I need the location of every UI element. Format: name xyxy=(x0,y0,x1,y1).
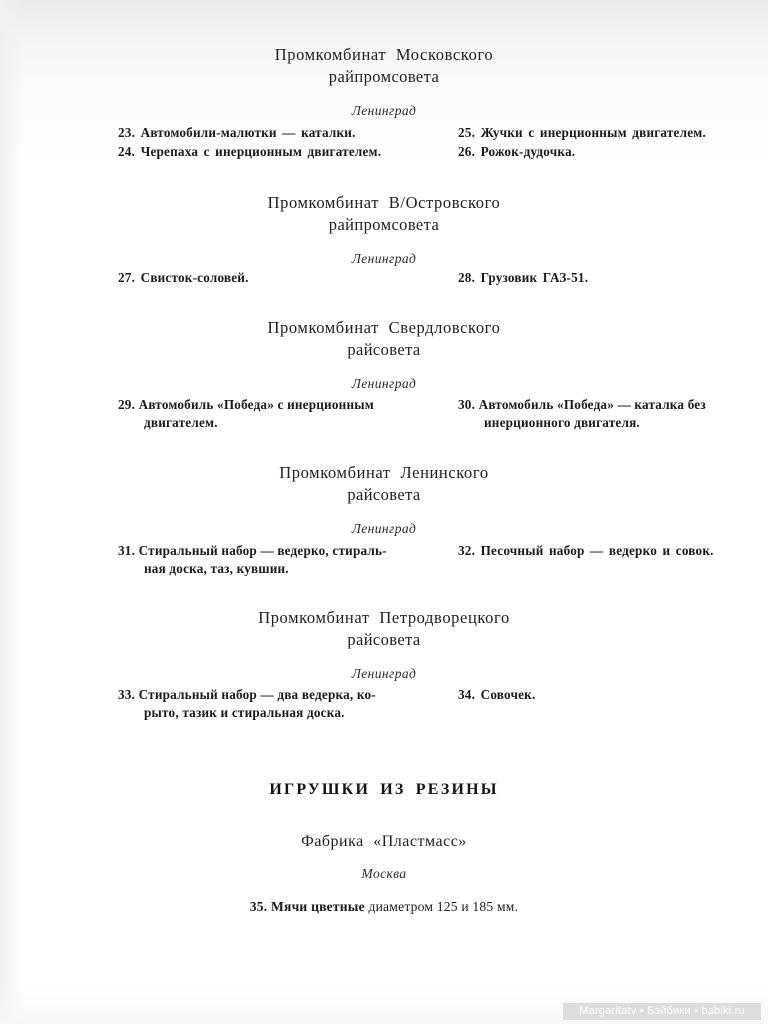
org-heading-5: Промкомбинат Петродворецкого райсовета Л… xyxy=(0,607,768,682)
item-text: Черепаха с инерционным двигателем. xyxy=(140,143,382,159)
item-column-left-2: 27. Свисток-соловей. xyxy=(118,269,438,288)
org-name-2: Промкомбинат В/Островского райпромсовета xyxy=(0,192,768,236)
item-text: Автомобили-малютки — каталки. xyxy=(140,125,356,140)
item-number: 26. xyxy=(458,143,476,159)
org-heading-1: Промкомбинат Московского райпромсовета Л… xyxy=(0,44,768,119)
org-name-line1: Промкомбинат Ленинского xyxy=(279,463,489,482)
item-group-2: 27. Свисток-соловей. 28. Грузовик ГАЗ-51… xyxy=(0,269,768,293)
item-text-line1: Стиральный набор — два ведерка, ко- xyxy=(138,687,376,702)
org-name-line2: райпромсовета xyxy=(328,215,440,234)
item-number: 31. xyxy=(118,543,136,558)
item-text-line1: Стиральный набор — ведерко, стираль- xyxy=(138,543,387,558)
factory-city: Москва xyxy=(361,866,407,881)
item-number: 30. xyxy=(458,397,476,412)
item-text-bold: Мячи цветные xyxy=(270,899,365,914)
item-number: 32. xyxy=(458,543,476,558)
org-name-1: Промкомбинат Московского райпромсовета xyxy=(0,44,768,88)
item-number: 33. xyxy=(118,687,136,702)
item-column-right-2: 28. Грузовик ГАЗ-51. xyxy=(458,269,758,288)
item-text-line2: рыто, тазик и стиральная доска. xyxy=(144,704,345,720)
org-city-4: Ленинград xyxy=(351,521,417,536)
item-number: 23. xyxy=(118,125,136,140)
item-text-line1: Автомобиль «Победа» — каталка без xyxy=(478,397,706,412)
item-text: Свисток-соловей. xyxy=(140,270,249,285)
list-item: 30. Автомобиль «Победа» — каталка без ин… xyxy=(458,396,758,431)
item-number: 25. xyxy=(458,125,476,140)
list-item: 31. Стиральный набор — ведерко, стираль-… xyxy=(118,542,433,577)
item-group-5: 33. Стиральный набор — два ведерка, ко- … xyxy=(0,686,768,726)
item-group-4: 31. Стиральный набор — ведерко, стираль-… xyxy=(0,542,768,582)
list-item: 27. Свисток-соловей. xyxy=(118,269,438,287)
org-name-line2: райсовета xyxy=(347,630,421,649)
item-number: 35. xyxy=(249,899,268,914)
item-number: 27. xyxy=(118,270,136,285)
item-column-right-5: 34. Совочек. xyxy=(458,686,758,705)
list-item: 29. Автомобиль «Победа» с инерционным дв… xyxy=(118,396,433,431)
list-item: 32. Песочный набор — ведерко и совок. xyxy=(458,542,758,560)
org-name-line1: Промкомбинат Петродворецкого xyxy=(258,608,510,627)
item-column-left-1: 23. Автомобили-малютки — каталки. 24. Че… xyxy=(118,124,438,161)
section-title-rubber-toys: ИГРУШКИ ИЗ РЕЗИНЫ xyxy=(269,781,499,798)
list-item: 26. Рожок-дудочка. xyxy=(458,143,758,161)
list-item: 24. Черепаха с инерционным двигателем. xyxy=(118,143,438,161)
org-name-4: Промкомбинат Ленинского райсовета xyxy=(0,462,768,506)
item-text-regular: диаметром 125 и 185 мм. xyxy=(368,899,519,914)
list-item: 35. Мячи цветные диаметром 125 и 185 мм. xyxy=(0,899,768,915)
item-column-left-5: 33. Стиральный набор — два ведерка, ко- … xyxy=(118,686,433,722)
item-number: 29. xyxy=(118,397,136,412)
org-name-line2: райпромсовета xyxy=(328,67,440,86)
list-item: 33. Стиральный набор — два ведерка, ко- … xyxy=(118,686,433,721)
item-column-right-1: 25. Жучки с инерционным двигателем. 26. … xyxy=(458,124,758,161)
item-text: Грузовик ГАЗ-51. xyxy=(480,270,589,285)
item-text: Рожок-дудочка. xyxy=(480,143,576,159)
org-city-3: Ленинград xyxy=(351,376,417,391)
item-group-1: 23. Автомобили-малютки — каталки. 24. Че… xyxy=(0,124,768,170)
org-name-line2: райсовета xyxy=(347,340,421,359)
item-text: Песочный набор — ведерко и совок. xyxy=(480,543,714,558)
org-heading-4: Промкомбинат Ленинского райсовета Ленинг… xyxy=(0,462,768,537)
item-number: 28. xyxy=(458,270,476,285)
item-text: Жучки с инерционным двигателем. xyxy=(480,125,706,140)
watermark-badge: Margaritatv • Бэйбики • babiki.ru xyxy=(563,1003,761,1020)
item-text: Совочек. xyxy=(480,687,536,702)
item-group-3: 29. Автомобиль «Победа» с инерционным дв… xyxy=(0,396,768,436)
item-text-line1: Автомобиль «Победа» с инерционным xyxy=(138,397,374,412)
list-item: 25. Жучки с инерционным двигателем. xyxy=(458,124,758,142)
org-name-line1: Промкомбинат Свердловского xyxy=(267,318,501,337)
org-city-1: Ленинград xyxy=(351,103,417,118)
item-text-line2: инерционного двигателя. xyxy=(484,414,640,430)
org-name-3: Промкомбинат Свердловского райсовета xyxy=(0,317,768,361)
item-column-right-3: 30. Автомобиль «Победа» — каталка без ин… xyxy=(458,396,758,432)
item-number: 24. xyxy=(118,143,136,159)
list-item: 34. Совочек. xyxy=(458,686,758,704)
list-item: 23. Автомобили-малютки — каталки. xyxy=(118,124,438,142)
item-text-line2: двигателем. xyxy=(144,414,218,430)
item-number: 34. xyxy=(458,687,476,702)
org-city-5: Ленинград xyxy=(351,666,417,681)
factory-name: Фабрика «Пластмасс» xyxy=(301,833,467,850)
org-name-line1: Промкомбинат Московского xyxy=(274,45,494,64)
org-name-line1: Промкомбинат В/Островского xyxy=(267,193,501,212)
org-heading-2: Промкомбинат В/Островского райпромсовета… xyxy=(0,192,768,267)
org-name-line2: райсовета xyxy=(347,485,421,504)
list-item: 28. Грузовик ГАЗ-51. xyxy=(458,269,758,287)
org-heading-3: Промкомбинат Свердловского райсовета Лен… xyxy=(0,317,768,392)
item-column-right-4: 32. Песочный набор — ведерко и совок. xyxy=(458,542,758,561)
item-column-left-3: 29. Автомобиль «Победа» с инерционным дв… xyxy=(118,396,433,432)
item-column-left-4: 31. Стиральный набор — ведерко, стираль-… xyxy=(118,542,433,578)
org-city-2: Ленинград xyxy=(351,251,417,266)
org-name-5: Промкомбинат Петродворецкого райсовета xyxy=(0,607,768,651)
item-text-line2: ная доска, таз, кувшин. xyxy=(144,560,289,576)
